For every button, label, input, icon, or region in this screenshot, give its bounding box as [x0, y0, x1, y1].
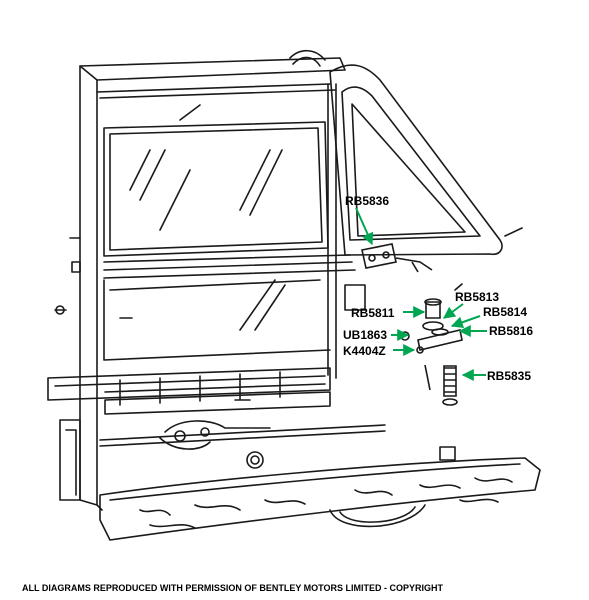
copyright-notice: ALL DIAGRAMS REPRODUCED WITH PERMISSION … — [22, 583, 444, 593]
bracket-rb5836 — [361, 243, 397, 269]
bracket-hole-1 — [368, 254, 376, 262]
link-bolt — [411, 261, 419, 273]
link-arm — [395, 257, 433, 271]
pivot-plate — [417, 329, 463, 351]
label-rb5813: RB5813 — [455, 290, 499, 304]
door-line-art — [47, 49, 541, 541]
arrow-rb5813 — [443, 303, 464, 319]
regulator-parts — [361, 243, 463, 406]
label-rb5811: RB5811 — [351, 306, 395, 320]
label-rb5816: RB5816 — [489, 324, 533, 338]
label-k4404z: K4404Z — [343, 344, 386, 358]
label-rb5814: RB5814 — [483, 305, 527, 319]
label-rb5836: RB5836 — [345, 194, 389, 208]
spring-body — [443, 365, 457, 397]
spindle-rb5811 — [425, 301, 441, 319]
washer-rb5813 — [424, 298, 442, 306]
arrow-rb5836 — [355, 207, 374, 246]
bracket-hole-2 — [382, 251, 390, 259]
pivot-screw — [424, 364, 431, 391]
spring-rb5835 — [444, 367, 456, 393]
callout-arrows — [355, 207, 487, 381]
label-ub1863: UB1863 — [343, 328, 387, 342]
label-rb5835: RB5835 — [487, 369, 531, 383]
washer-k4404z — [416, 346, 424, 354]
spring-cap — [442, 398, 458, 406]
arrow-rb5814 — [450, 315, 481, 329]
part-labels: RB5836 RB5813 RB5814 RB5811 RB5816 UB186… — [343, 194, 533, 383]
